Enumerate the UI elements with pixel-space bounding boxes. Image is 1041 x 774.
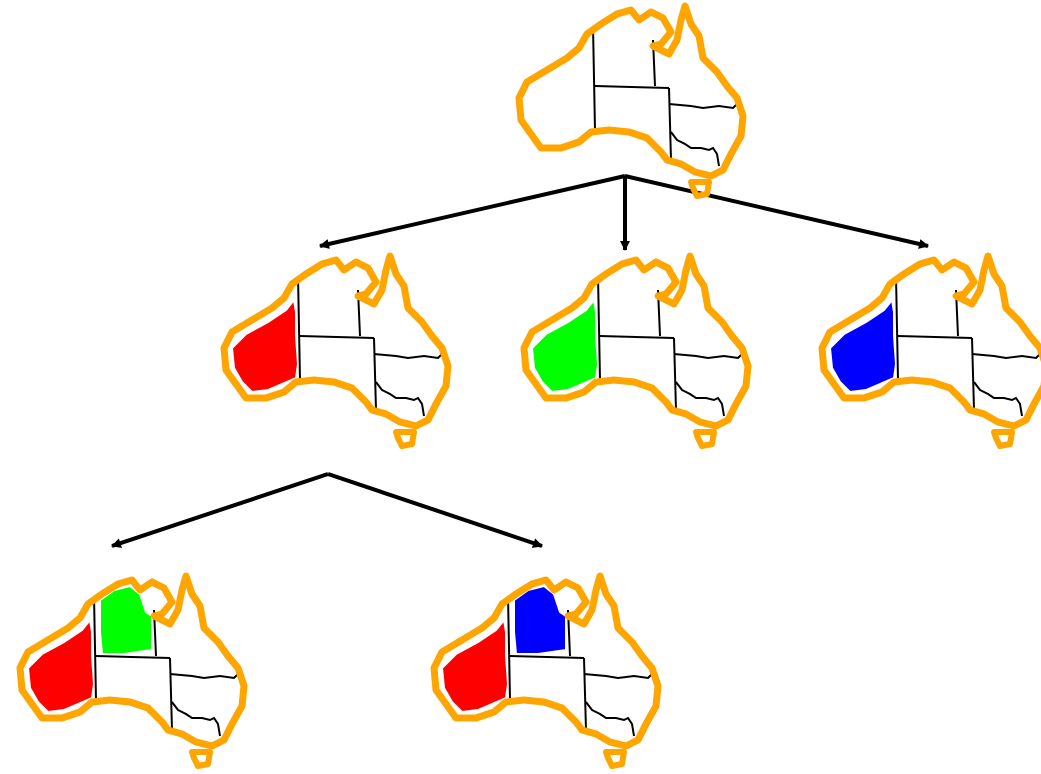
state-border-line — [971, 352, 1041, 360]
region-wa-fill — [440, 617, 510, 714]
state-border-line — [895, 275, 899, 381]
state-border-line — [373, 352, 447, 360]
state-border-line — [594, 85, 670, 89]
arrows-group — [111, 174, 929, 548]
state-border-line — [971, 337, 975, 411]
tasmania-outline — [603, 749, 627, 769]
map-level2-red-blue — [430, 572, 662, 769]
state-border-line — [509, 655, 585, 659]
australia-outline — [220, 252, 452, 430]
region-nt-fill — [513, 584, 567, 655]
map-level1-blue — [818, 252, 1041, 449]
state-border-line — [973, 381, 1023, 417]
state-border-line — [597, 275, 601, 381]
state-border-line — [668, 87, 672, 161]
state-border-line — [583, 657, 587, 731]
state-border-line — [668, 102, 742, 110]
region-wa-fill — [26, 617, 96, 714]
region-wa-fill — [230, 297, 300, 394]
state-border-line — [599, 335, 675, 339]
state-border-line — [169, 657, 173, 731]
map-level1-red — [220, 252, 452, 449]
region-wa-fill — [530, 297, 600, 394]
state-border-line — [897, 335, 973, 339]
state-border-line — [373, 337, 377, 411]
arrow-red-to-red-green — [111, 472, 329, 548]
australia-outline — [430, 572, 662, 750]
state-border-line — [670, 131, 720, 167]
tasmania-outline — [991, 429, 1015, 449]
state-border-line — [93, 595, 97, 701]
state-border-line — [169, 672, 243, 680]
state-border-line — [585, 701, 635, 737]
australia-outline — [16, 572, 248, 750]
state-border-line — [592, 25, 596, 131]
region-nt-fill — [99, 584, 153, 655]
maps-group — [16, 2, 1041, 769]
tasmania-outline — [189, 749, 213, 769]
state-border-line — [673, 352, 747, 360]
state-border-line — [171, 701, 221, 737]
australia-outline — [818, 252, 1041, 430]
state-border-line — [673, 337, 677, 411]
tasmania-outline — [688, 179, 712, 199]
state-border-line — [297, 275, 301, 381]
state-border-line — [95, 655, 171, 659]
map-root — [515, 2, 747, 199]
state-border-line — [375, 381, 425, 417]
state-border-line — [583, 672, 657, 680]
arrow-root-to-blue — [624, 174, 929, 249]
tasmania-outline — [393, 429, 417, 449]
arrow-root-to-red — [319, 174, 626, 249]
australia-outline — [520, 252, 752, 430]
map-level1-green — [520, 252, 752, 449]
australia-outline — [515, 2, 747, 180]
map-level2-red-green — [16, 572, 248, 769]
tasmania-outline — [693, 429, 717, 449]
region-wa-fill — [828, 297, 898, 394]
state-border-line — [299, 335, 375, 339]
state-border-line — [507, 595, 511, 701]
arrow-red-to-red-blue — [327, 472, 543, 548]
state-border-line — [675, 381, 725, 417]
